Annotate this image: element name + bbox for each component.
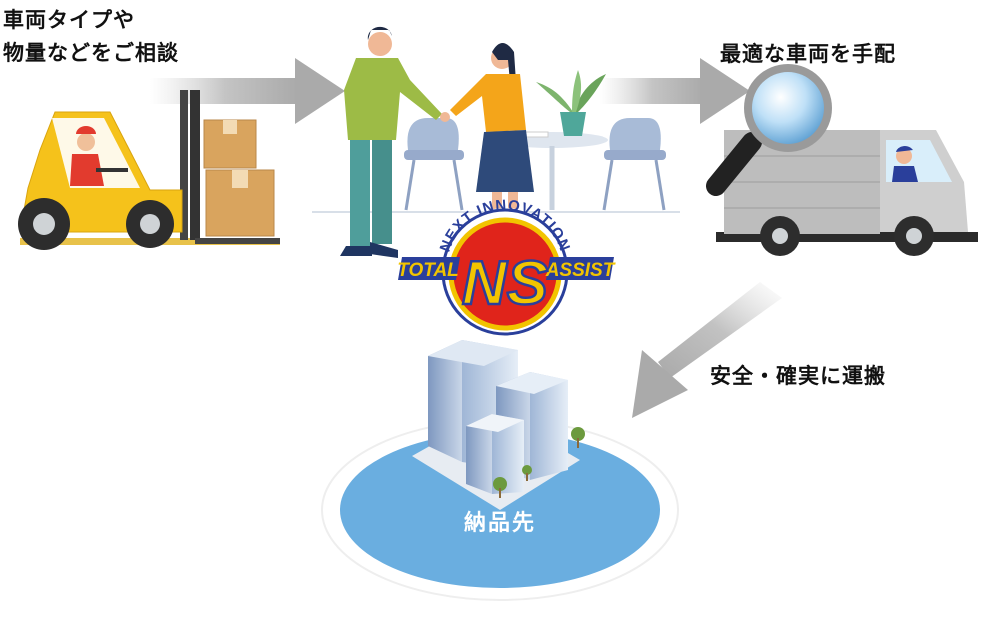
step-consult-line-2: 物量などをご相談 (3, 41, 179, 65)
step-consult-label: 車両タイプや 物量などをご相談 (3, 4, 179, 70)
logo-initials: NS (462, 249, 548, 318)
arrow-consult-to-meeting (150, 58, 345, 124)
destination-label: 納品先 (463, 511, 536, 536)
step-transport-label: 安全・確実に運搬 (710, 364, 886, 388)
step-arrange-label: 最適な車両を手配 (720, 42, 896, 66)
step-consult-line-1: 車両タイプや (3, 8, 135, 32)
handshake-icon (312, 26, 680, 258)
logo-right-word: ASSIST (545, 260, 616, 281)
truck-icon (716, 130, 978, 256)
logo-left-word: TOTAL (397, 260, 459, 281)
arrow-meeting-to-arrange (600, 58, 750, 124)
arrow-truck-to-destination (632, 282, 782, 418)
total-assist-logo: NEXT INNOVATION TOTAL ASSIST NS (397, 197, 616, 336)
buildings-icon (412, 340, 585, 510)
magnifier-icon (706, 64, 832, 196)
forklift-icon (18, 90, 280, 250)
